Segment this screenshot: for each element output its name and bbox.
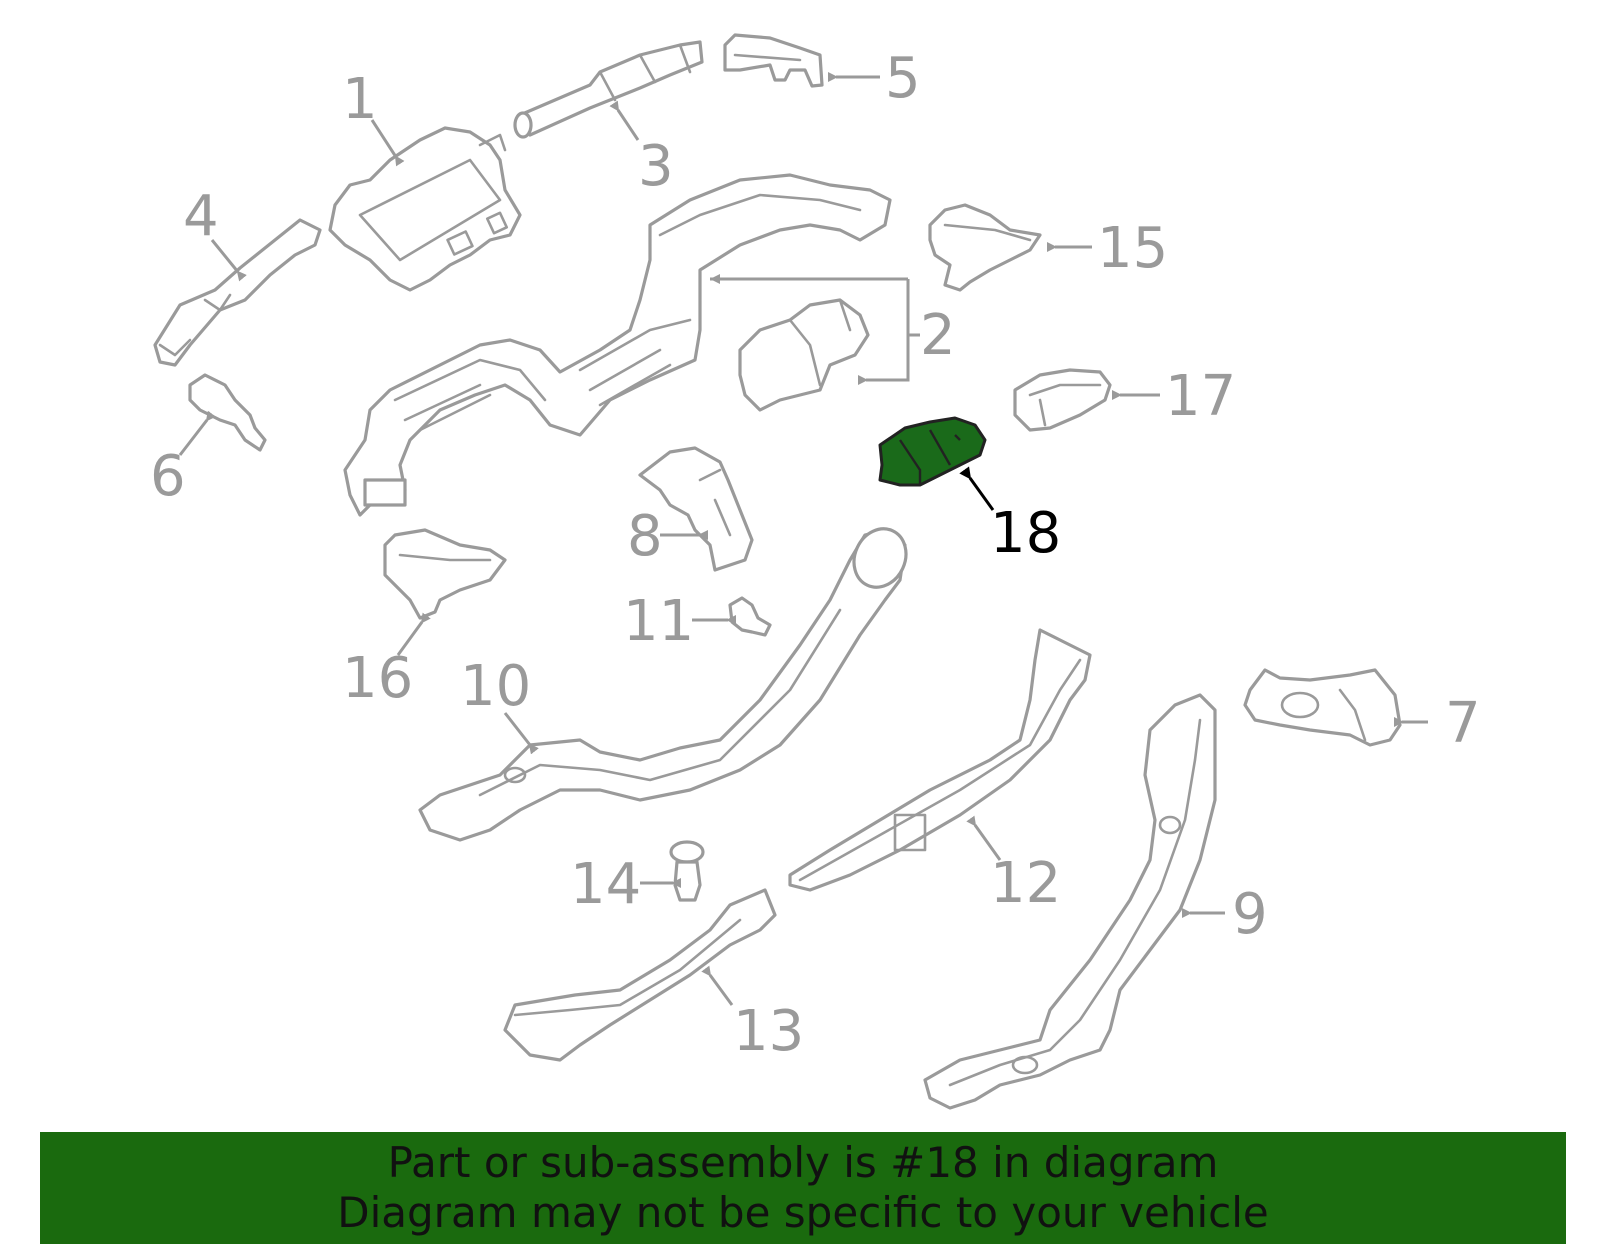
callout-16: 16 <box>342 646 413 711</box>
part-5-duct <box>723 33 824 88</box>
part-13-duct <box>503 888 777 1062</box>
leader-lines <box>178 72 1428 1006</box>
callout-2: 2 <box>920 303 956 368</box>
callout-6: 6 <box>150 444 186 509</box>
part-16-duct <box>383 528 507 620</box>
callout-3: 3 <box>638 134 674 199</box>
part-6-clip <box>188 373 267 452</box>
part-2-outlet-piece <box>738 298 870 412</box>
banner-line-2: Diagram may not be specific to your vehi… <box>337 1188 1269 1237</box>
callout-11: 11 <box>623 589 694 654</box>
callout-labels: 1 2 3 4 5 6 7 8 9 10 11 12 13 14 15 16 1… <box>150 46 1481 1064</box>
part-8-bracket <box>638 446 754 572</box>
callout-1: 1 <box>342 67 378 132</box>
info-banner: Part or sub-assembly is #18 in diagram D… <box>40 1132 1566 1244</box>
callout-14: 14 <box>570 852 641 917</box>
callout-15: 15 <box>1097 216 1168 281</box>
part-11-bolt <box>728 596 772 637</box>
callout-18: 18 <box>990 501 1061 566</box>
part-15-duct <box>928 203 1042 292</box>
part-14-clip <box>669 840 705 902</box>
callout-12: 12 <box>990 851 1061 916</box>
banner-line-1: Part or sub-assembly is #18 in diagram <box>387 1138 1219 1187</box>
part-3-tube <box>513 40 704 139</box>
part-18-highlighted <box>878 416 987 487</box>
part-9-duct <box>923 693 1217 1110</box>
part-4-bracket <box>153 218 322 367</box>
part-2-main-duct <box>343 173 892 517</box>
part-10-duct <box>418 527 908 842</box>
part-1-center-vent <box>328 126 522 292</box>
callout-17: 17 <box>1165 364 1236 429</box>
part-7-duct <box>1243 668 1402 747</box>
callout-10: 10 <box>460 654 531 719</box>
callout-8: 8 <box>627 504 663 569</box>
callout-4: 4 <box>183 184 219 249</box>
part-12-duct <box>788 628 1092 892</box>
part-17-duct <box>1013 368 1112 432</box>
callout-13: 13 <box>733 999 804 1064</box>
callout-5: 5 <box>885 46 921 111</box>
callout-7: 7 <box>1445 691 1481 756</box>
callout-9: 9 <box>1232 882 1268 947</box>
